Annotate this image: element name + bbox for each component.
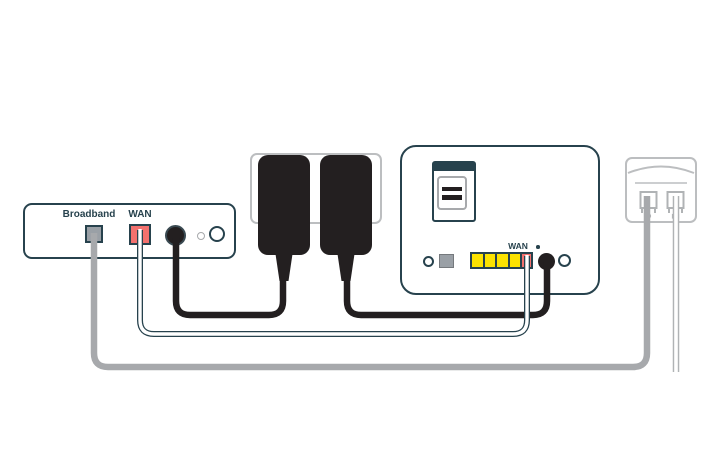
router-rear-panel: WAN	[400, 145, 600, 295]
ethernet-wan-cable	[137, 229, 530, 337]
socket-bar	[442, 195, 462, 200]
module-top-band	[434, 163, 474, 171]
broadband-cable-grey	[90, 196, 651, 371]
lan-port-3	[497, 254, 508, 267]
module-socket-icon	[437, 176, 467, 210]
power-lead-router	[343, 258, 551, 319]
power-lead-modem	[172, 238, 287, 319]
router-power-jack	[538, 253, 555, 270]
adapter-right-strain-relief	[337, 254, 355, 281]
adapter-left-strain-relief	[275, 254, 293, 281]
modem-wan-port-label: WAN	[128, 209, 152, 220]
broadband-port-label: Broadband	[62, 209, 116, 220]
socket-bar	[442, 186, 462, 191]
router-grey-port	[439, 254, 454, 268]
wan-indicator-dot	[536, 245, 540, 249]
router-bracket-module	[432, 161, 476, 222]
lan-port-2	[484, 254, 495, 267]
lan-port-1	[472, 254, 483, 267]
router-power-button	[558, 254, 571, 267]
power-adapter-right	[320, 155, 372, 255]
router-reset-button	[423, 256, 434, 267]
power-adapter-left	[258, 155, 310, 255]
socket-dome-line	[627, 165, 695, 174]
router-wan-port-label: WAN	[508, 241, 528, 251]
lan-port-4	[509, 254, 520, 267]
modem-led	[197, 232, 205, 240]
modem-power-button	[209, 226, 225, 242]
